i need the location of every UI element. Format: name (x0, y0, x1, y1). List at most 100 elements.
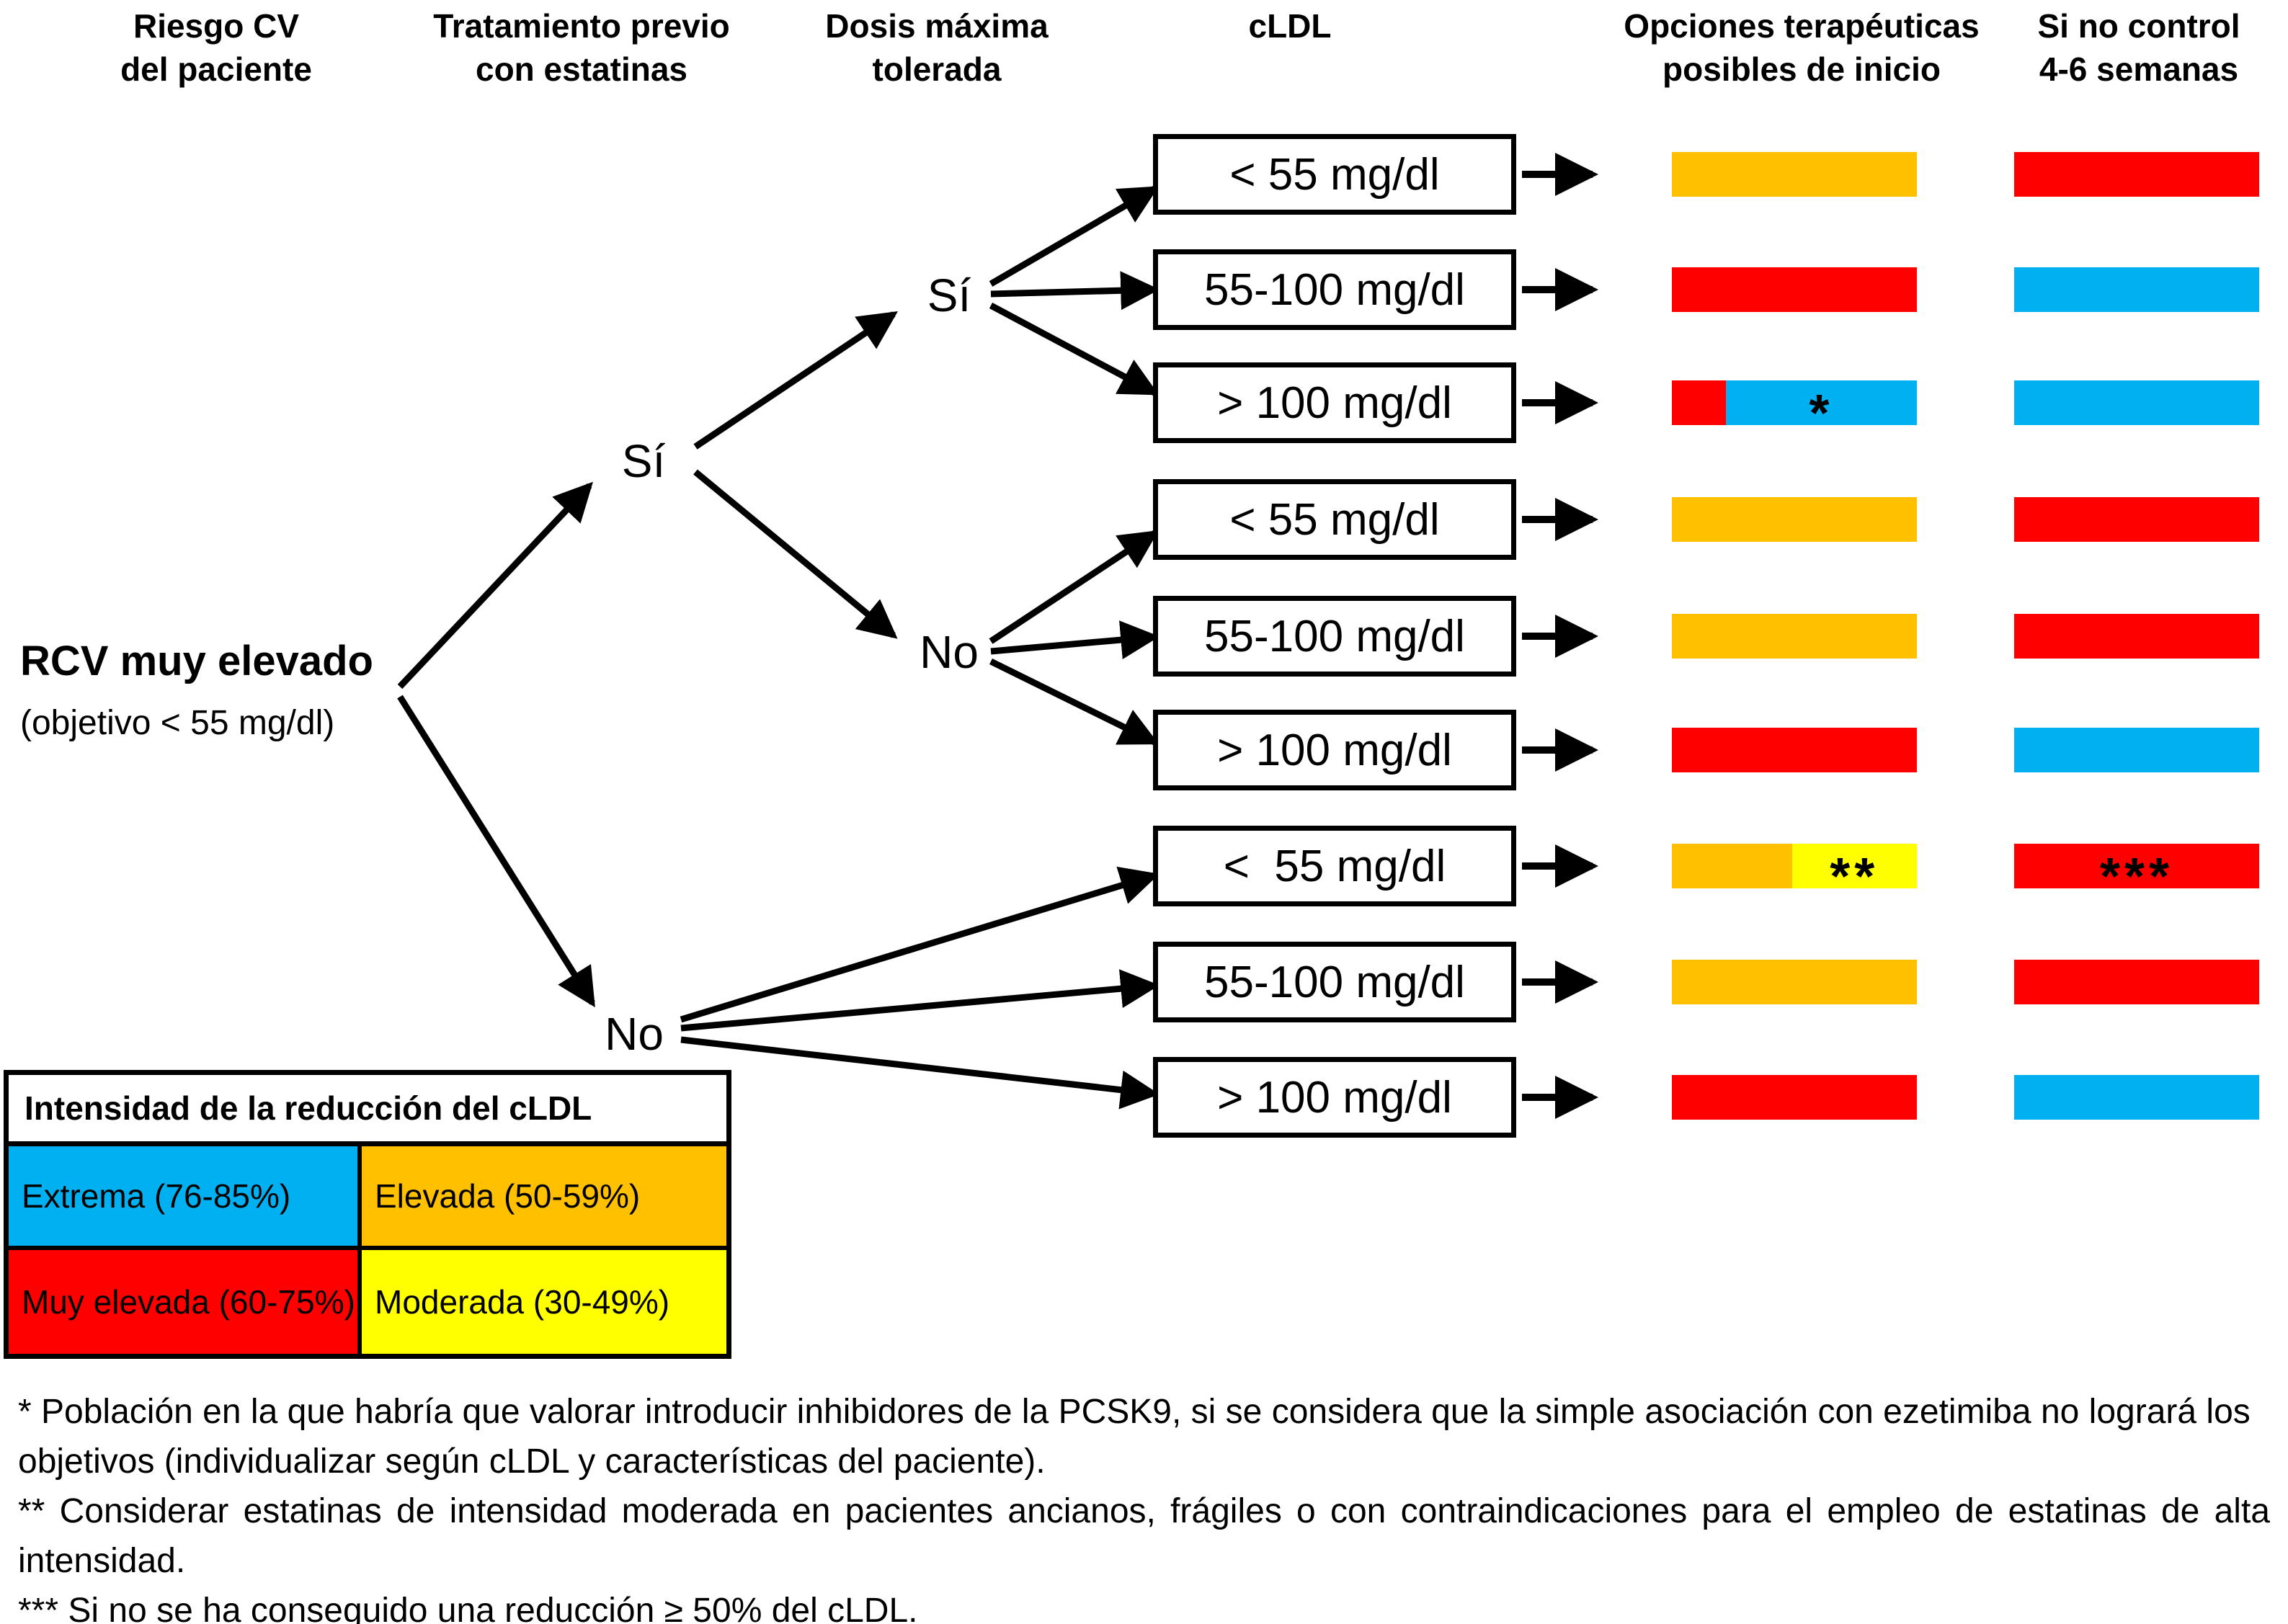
options-bar-segment-orange (1672, 497, 1917, 542)
tree-arrow (693, 311, 898, 450)
options-bar-segment-yellow: ** (1791, 844, 1917, 906)
tree-arrow (693, 469, 898, 639)
footnote-3: *** Si no se ha conseguido una reducción… (18, 1592, 918, 1624)
options-bar-segment-red (1672, 380, 1726, 425)
footnote-2: ** Considerar estatinas de intensidad mo… (18, 1492, 2270, 1580)
control-bar (2014, 152, 2259, 197)
tree-arrow (989, 658, 1159, 746)
options-bar-segment-red (1672, 728, 1917, 772)
footnotes: * Población en la que habría que valorar… (18, 1387, 2270, 1624)
cldl-box-label: 55-100 mg/dl (1204, 264, 1465, 315)
cldl-box-label: < 55 mg/dl (1229, 149, 1440, 200)
options-bar-segment-orange (1672, 614, 1917, 659)
legend-table: Intensidad de la reducción del cLDL Extr… (4, 1070, 731, 1359)
options-bar-segment-orange (1672, 960, 1917, 1004)
column-header-options: Opciones terapéuticas posibles de inicio (1624, 4, 1979, 91)
footnote-1: * Población en la que habría que valorar… (18, 1393, 2251, 1481)
tree-arrow (397, 481, 593, 690)
control-bar: *** (2014, 844, 2259, 906)
options-bar (1672, 728, 1917, 772)
column-header-dose: Dosis máxima tolerada (825, 4, 1048, 91)
tree-arrow (680, 1036, 1160, 1110)
legend-cell-muy-elevada: Muy elevada (60-75%) (9, 1250, 357, 1354)
cldl-box: 55-100 mg/dl (1153, 596, 1516, 677)
cldl-box-label: > 100 mg/dl (1217, 378, 1452, 428)
legend-cell-extrema: Extrema (76-85%) (9, 1146, 357, 1250)
root-node-label: RCV muy elevado (20, 638, 373, 684)
header-line: con estatinas (476, 50, 687, 88)
column-header-cldl: cLDL (1249, 4, 1332, 48)
options-bar-segment-orange (1672, 844, 1792, 888)
header-line: cLDL (1248, 7, 1332, 45)
options-bar (1672, 1075, 1917, 1120)
control-bar-segment-blue (2014, 1075, 2259, 1120)
tree-arrow (680, 866, 1159, 1023)
tree-arrow (397, 695, 595, 1008)
header-line: Opciones terapéuticas (1624, 7, 1980, 45)
header-line: Tratamiento previo (433, 7, 730, 45)
control-bar (2014, 960, 2259, 1004)
cldl-box: 55-100 mg/dl (1153, 249, 1516, 330)
tree-arrow (989, 303, 1159, 396)
asterisk-note: *** (2099, 847, 2174, 906)
tree-arrow (989, 186, 1159, 287)
header-line: posibles de inicio (1662, 50, 1941, 88)
cldl-box: 55-100 mg/dl (1153, 942, 1516, 1022)
options-bar (1672, 267, 1917, 312)
cldl-box: < 55 mg/dl (1153, 826, 1516, 906)
control-bar-segment-blue (2014, 728, 2259, 772)
node-dose-no: No (920, 626, 979, 678)
cldl-box: > 100 mg/dl (1153, 362, 1516, 443)
header-line: Riesgo CV (133, 7, 300, 45)
control-bar-segment-red (2014, 497, 2259, 542)
options-bar (1672, 960, 1917, 1004)
tree-arrow (680, 969, 1160, 1032)
control-bar-segment-red (2014, 614, 2259, 659)
cldl-box-label: 55-100 mg/dl (1204, 957, 1465, 1007)
control-bar-segment-red (2014, 152, 2259, 197)
cldl-box-label: < 55 mg/dl (1223, 841, 1446, 891)
control-bar-segment-red (2014, 960, 2259, 1004)
asterisk-note: ** (1830, 847, 1879, 906)
column-header-statins: Tratamiento previo con estatinas (433, 4, 730, 91)
control-bar (2014, 380, 2259, 425)
legend-grid: Extrema (76-85%) Elevada (50-59%) Muy el… (9, 1146, 726, 1354)
control-bar (2014, 728, 2259, 772)
options-bar-segment-red (1672, 267, 1917, 312)
options-bar: ** (1672, 844, 1917, 906)
control-bar-segment-red: *** (2014, 844, 2259, 906)
cldl-box: < 55 mg/dl (1153, 134, 1516, 215)
node-statins-yes: Sí (621, 435, 666, 487)
cldl-box: > 100 mg/dl (1153, 1057, 1516, 1138)
options-bar (1672, 497, 1917, 542)
control-bar-segment-blue (2014, 380, 2259, 425)
column-header-risk: Riesgo CV del paciente (120, 4, 312, 91)
node-statins-no: No (605, 1008, 664, 1060)
control-bar (2014, 267, 2259, 312)
options-bar-segment-blue: * (1725, 380, 1917, 442)
node-dose-yes: Sí (927, 269, 971, 321)
control-bar (2014, 497, 2259, 542)
legend-cell-moderada: Moderada (30-49%) (357, 1250, 726, 1354)
tree-arrow (990, 620, 1160, 660)
cldl-box-label: > 100 mg/dl (1217, 1072, 1452, 1123)
control-bar (2014, 614, 2259, 659)
cldl-box: < 55 mg/dl (1153, 479, 1516, 560)
root-node-sublabel: (objetivo < 55 mg/dl) (20, 704, 335, 742)
options-bar (1672, 152, 1917, 197)
tree-arrow (990, 271, 1160, 311)
control-bar-segment-blue (2014, 267, 2259, 312)
header-line: del paciente (120, 50, 312, 88)
cldl-box-label: > 100 mg/dl (1217, 725, 1452, 775)
options-bar-segment-red (1672, 1075, 1917, 1120)
header-line: Dosis máxima (825, 7, 1049, 45)
options-bar: * (1672, 380, 1917, 442)
header-line: tolerada (872, 50, 1002, 88)
asterisk-note: * (1809, 384, 1834, 442)
options-bar (1672, 614, 1917, 659)
legend-title: Intensidad de la reducción del cLDL (9, 1075, 726, 1146)
tree-arrow (989, 530, 1159, 644)
